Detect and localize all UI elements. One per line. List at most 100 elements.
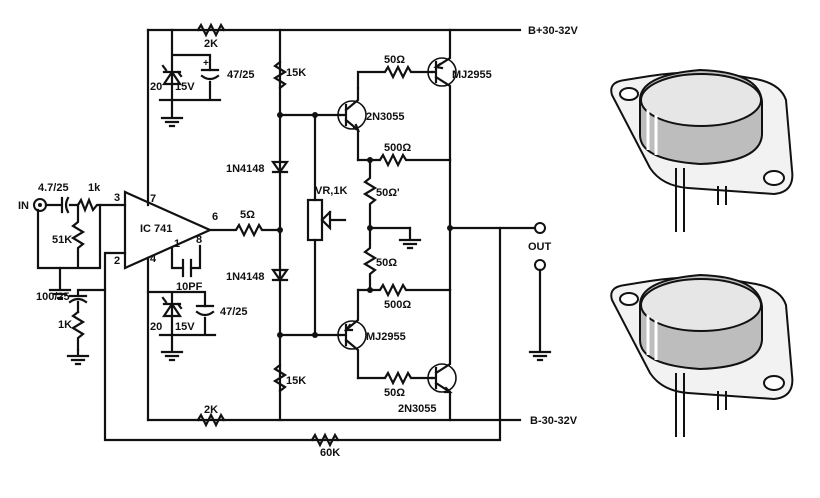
opamp-label: IC 741 [140,223,172,235]
top-zener-branch [158,28,222,102]
top-zener-symbol [161,64,183,86]
input-ground [48,266,72,300]
out-terminal [534,222,546,234]
inverting-input-wire [103,226,502,442]
feedback-cap-symbol [68,288,107,314]
input-cap-label: 4.7/25 [38,182,69,194]
r-upper-base-wire [356,64,434,90]
input-jack-center [38,203,42,207]
out-ground [528,268,552,362]
output-lower-label: 2N3055 [398,403,437,415]
top-2k-label: 2K [204,38,218,50]
out-label: OUT [528,241,552,253]
opamp-pin2-label: 2 [114,255,120,267]
opamp-pin6-label: 6 [212,211,218,223]
input-cap-symbol [60,196,70,214]
feedback-cap-label: 100/25 [36,291,70,303]
r-lower-base-label: 50Ω [384,387,405,399]
top-2k-resistor [196,22,226,38]
input-res-label: 1k [88,182,101,194]
r-lower-mid-label: 50Ω [376,257,397,269]
negative-rail-label: B-30-32V [530,415,578,427]
positive-rail-label: B+30-32V [528,25,579,37]
opamp-pin4-label: 4 [150,253,157,265]
junction-dot [312,332,318,338]
feedback-ground [66,348,90,366]
diode-bottom-symbol [270,268,290,282]
opamp-pin1-label: 1 [174,238,180,250]
bottom-2k-resistor [196,412,226,428]
bottom-zener-label: 20 [150,321,162,333]
comp-cap-label: 10PF [176,281,203,293]
bottom-cap-label: 47/25 [220,306,248,318]
opamp-pin7-label: 7 [150,193,156,205]
output-upper-label: MJ2955 [452,69,492,81]
junction-dot [367,225,373,231]
bias-15k-top-label: 15K [286,67,306,79]
top-ground [160,98,184,128]
junction-dot [367,157,373,163]
comp-cap-wire [170,244,202,270]
feedback-60k-resistor [310,432,340,448]
bias-15k-bottom-label: 15K [286,375,306,387]
bottom-zener-v-label: 15V [175,321,195,333]
bottom-2k-label: 2K [204,404,218,416]
opamp-output-wire [208,222,282,238]
feedback-1k-label: 1K [58,319,72,331]
r-upper-base-label: 50Ω [384,54,405,66]
diode-top-symbol [270,160,290,174]
top-cap-label: 47/25 [227,69,255,81]
junction-dot [447,225,453,231]
driver-lower-transistor [337,288,367,380]
opamp-triangle [123,190,213,270]
bias-15k-top-resistor [272,60,288,90]
top-cap-plus: + [203,58,209,69]
comp-cap-symbol [181,258,193,278]
r-upper-mid-label: 50Ω' [376,187,400,199]
vr-body [306,198,324,242]
output-lower-transistor [427,288,457,422]
top-zener-label: 20 [150,81,162,93]
r-lower-emit-label: 500Ω [384,299,411,311]
output-upper-transistor [427,28,457,162]
mid-ground [398,226,422,250]
top-cap-symbol [200,68,220,81]
r-upper-emit-label: 500Ω [384,142,411,154]
junction-dot [277,227,283,233]
bottom-cap-symbol [195,304,215,317]
bias-51k-label: 51K [52,234,72,246]
bottom-zener-branch [146,290,217,337]
out-5ohm-label: 5Ω [240,209,255,221]
junction-dot [277,332,283,338]
junction-dot [312,112,318,118]
r-upper-mid-resistor [362,158,378,230]
out-ground-terminal [534,259,546,271]
driver-lower-label: MJ2955 [366,331,406,343]
junction-dot [277,112,283,118]
r-upper-emit-wire [356,152,452,168]
driver-upper-transistor [337,86,367,162]
r-lower-emit-wire [356,282,452,298]
bottom-ground [160,333,184,362]
junction-dot [367,287,373,293]
bias-51k-resistor [36,203,102,270]
feedback-1k-resistor [70,310,86,352]
vr-wiper [320,210,347,231]
r-lower-mid-resistor [362,226,378,292]
to3-transistor-top-image [610,68,794,232]
diode-bottom-label: 1N4148 [226,271,265,283]
input-label: IN [18,200,29,212]
opamp-pin8-label: 8 [196,234,202,246]
opamp-pin3-label: 3 [114,192,120,204]
bias-15k-bottom-resistor [272,363,288,393]
to3-transistor-bottom-image [610,273,794,437]
feedback-60k-label: 60K [320,447,340,459]
driver-upper-label: 2N3055 [366,111,405,123]
diode-top-label: 1N4148 [226,163,265,175]
output-node-wire [368,158,537,292]
bottom-zener-symbol [161,296,183,318]
r-lower-base-wire [356,370,434,386]
vr-wire [278,113,342,337]
vr-label: VR,1K [315,185,347,197]
